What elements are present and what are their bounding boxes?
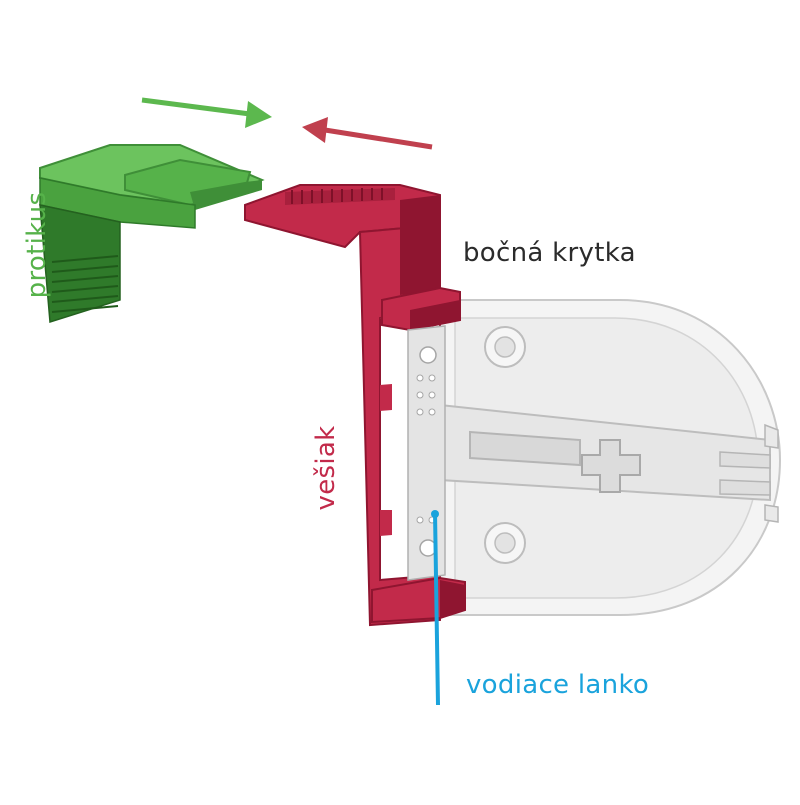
end-cap-plate bbox=[418, 299, 782, 616]
side-cover-label: bočná krytka bbox=[463, 238, 636, 268]
counterpart-part bbox=[39, 144, 265, 323]
guide-cable-label: vodiace lanko bbox=[466, 670, 650, 700]
counterpart-label: protikus bbox=[22, 191, 52, 299]
guide-cable-leader bbox=[433, 511, 440, 706]
push-left-arrow bbox=[302, 117, 433, 150]
hanger-label: vešiak bbox=[311, 425, 341, 511]
guide-strip bbox=[407, 325, 446, 581]
push-right-arrow bbox=[141, 97, 272, 128]
guide-cable-dot bbox=[431, 510, 439, 518]
